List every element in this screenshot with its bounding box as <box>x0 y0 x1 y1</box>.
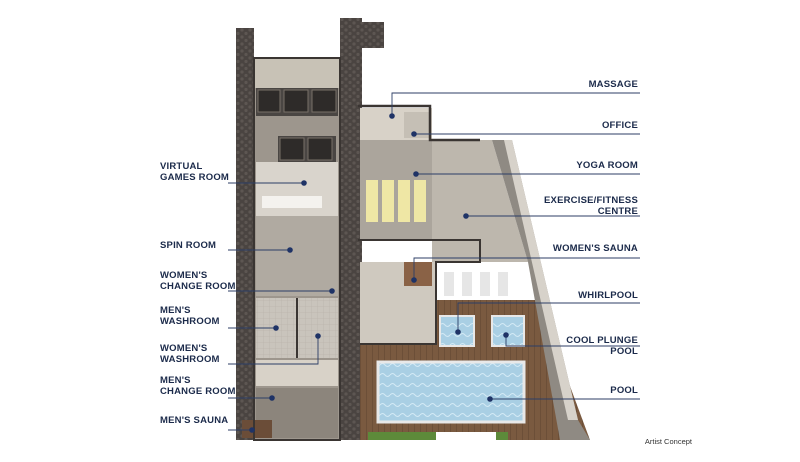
artist-concept-note: Artist Concept <box>644 437 692 446</box>
label-womens-change-room: WOMEN'S CHANGE ROOM <box>160 270 236 292</box>
left-markers <box>249 180 335 433</box>
west-corridor <box>236 18 384 440</box>
label-mens-sauna: MEN'S SAUNA <box>160 415 229 426</box>
label-cool-plunge-pool: COOL PLUNGE POOL <box>566 335 638 357</box>
label-massage: MASSAGE <box>588 79 638 90</box>
left-leader-lines <box>228 182 332 431</box>
right-markers <box>389 113 509 402</box>
west-wing <box>242 57 341 441</box>
label-mens-washroom: MEN'S WASHROOM <box>160 305 220 327</box>
east-wing <box>358 104 590 440</box>
label-womens-sauna: WOMEN'S SAUNA <box>552 243 638 254</box>
label-mens-change-room: MEN'S CHANGE ROOM <box>160 375 236 397</box>
label-spin-room: SPIN ROOM <box>160 240 217 251</box>
spin-room <box>256 216 338 296</box>
label-virtual-games-room: VIRTUAL GAMES ROOM <box>160 161 230 183</box>
label-whirlpool: WHIRLPOOL <box>578 290 638 301</box>
label-pool: POOL <box>610 385 638 396</box>
exercise-fitness-centre <box>432 140 528 262</box>
swimming-pool-basin <box>376 360 526 424</box>
right-leader-lines <box>391 92 640 400</box>
label-office: OFFICE <box>601 120 638 131</box>
cool-plunge-basin <box>491 315 525 347</box>
label-yoga-room: YOGA ROOM <box>576 160 638 171</box>
elevators <box>256 88 338 162</box>
label-exercise-fitness-centre: EXERCISE/FITNESS CENTRE <box>544 195 638 217</box>
label-womens-washroom: WOMEN'S WASHROOM <box>160 343 220 365</box>
womens-sauna-room <box>404 262 432 286</box>
